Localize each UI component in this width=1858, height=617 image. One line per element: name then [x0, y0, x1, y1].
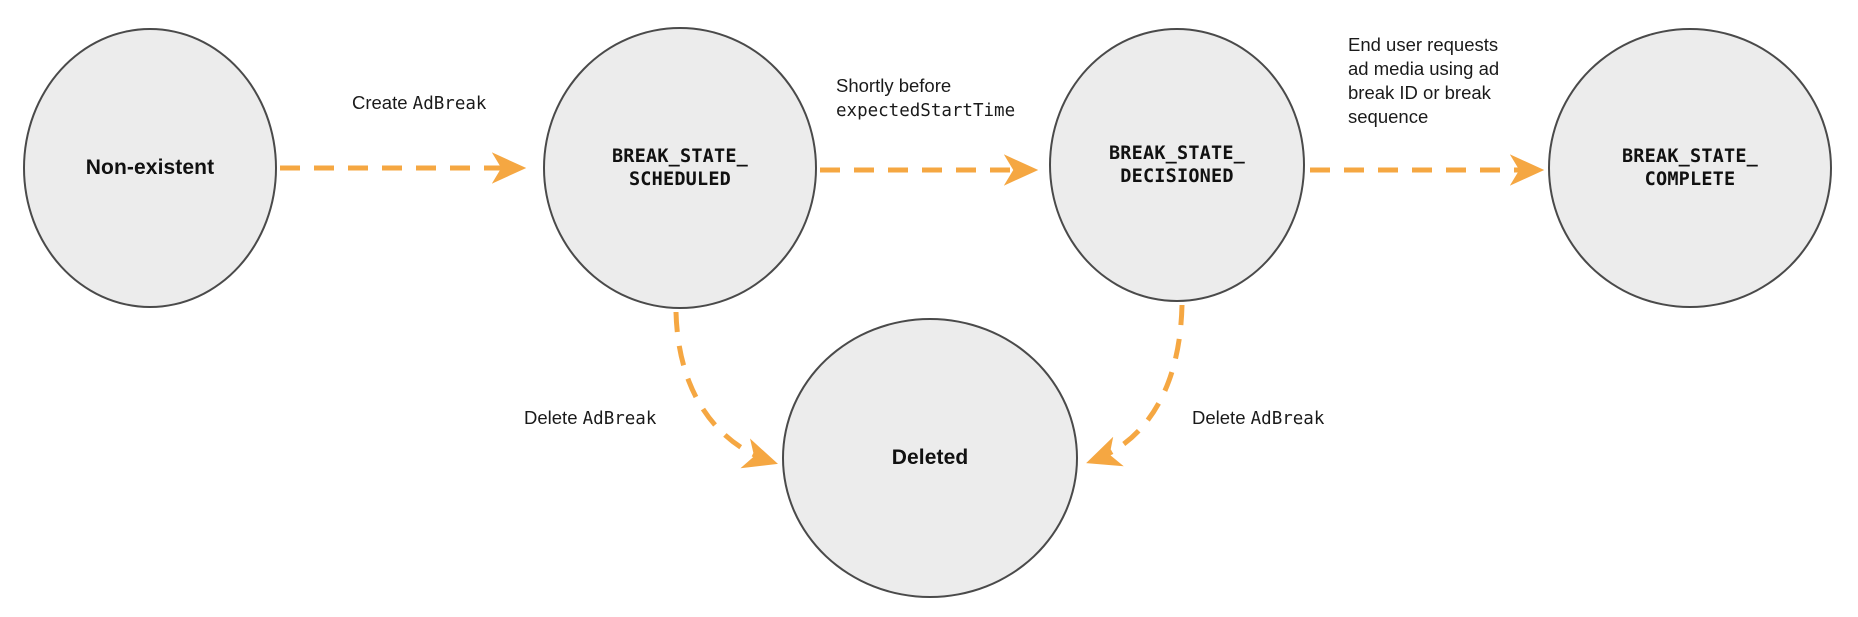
edge-label-code: AdBreak	[412, 94, 487, 114]
edge-label-text: Delete	[1192, 407, 1251, 428]
state-node-label: BREAK_STATE_ COMPLETE	[1621, 145, 1759, 190]
state-node-non-existent[interactable]: Non-existent	[23, 28, 277, 308]
state-node-label: BREAK_STATE_ DECISIONED	[1108, 142, 1246, 187]
edge-label-delete-adbreak-scheduled: Delete AdBreak	[524, 406, 656, 431]
edge-label-delete-adbreak-decisioned: Delete AdBreak	[1192, 406, 1324, 431]
state-node-label: Deleted	[891, 445, 969, 469]
edge-delete-adbreak-scheduled	[673, 311, 778, 469]
edge-label-text: Create	[352, 92, 413, 113]
state-node-deleted[interactable]: Deleted	[782, 318, 1078, 598]
edge-label-code: AdBreak	[582, 409, 657, 429]
edge-label-create-adbreak: Create AdBreak	[352, 91, 486, 116]
edge-label-code: AdBreak	[1250, 409, 1325, 429]
state-node-break-state-decisioned[interactable]: BREAK_STATE_ DECISIONED	[1049, 28, 1305, 302]
state-node-break-state-complete[interactable]: BREAK_STATE_ COMPLETE	[1548, 28, 1832, 308]
edge-label-code: expectedStartTime	[836, 101, 1016, 122]
state-node-break-state-scheduled[interactable]: BREAK_STATE_ SCHEDULED	[543, 27, 817, 309]
state-node-label: BREAK_STATE_ SCHEDULED	[611, 145, 749, 190]
edge-label-shortly-before: Shortly before expectedStartTime	[836, 74, 1015, 123]
edge-delete-adbreak-decisioned	[1086, 304, 1185, 467]
edge-label-text: Shortly before	[836, 75, 952, 96]
state-node-label: Non-existent	[85, 155, 215, 179]
edge-label-text: Delete	[524, 407, 583, 428]
edge-label-end-user-requests: End user requests ad media using ad brea…	[1348, 34, 1500, 128]
